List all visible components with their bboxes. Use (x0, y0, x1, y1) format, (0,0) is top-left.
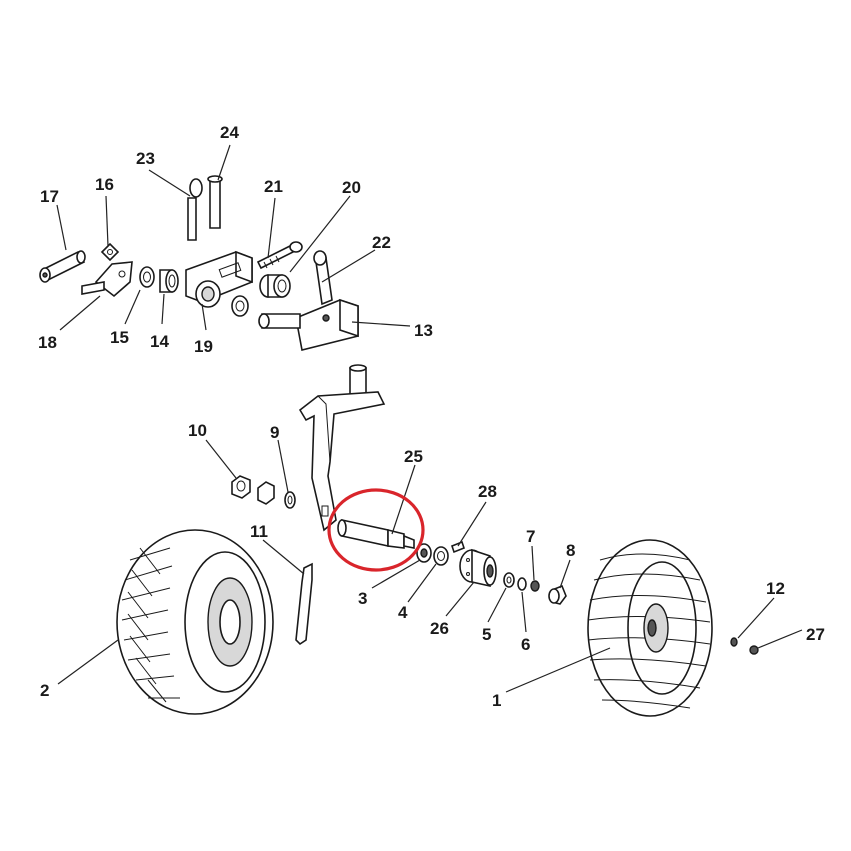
part-10-nut (231, 475, 251, 499)
part-27-grease-fitting (749, 645, 759, 655)
callout-23: 23 (136, 149, 155, 168)
callout-12: 12 (766, 579, 785, 598)
callout-27: 27 (806, 625, 825, 644)
part-18-bracket-plate (81, 261, 133, 298)
part-3-bearing (416, 543, 432, 563)
part-1-ribbed-tire (587, 539, 713, 717)
part-nut-second (257, 481, 275, 505)
part-28-bolt (451, 540, 465, 554)
part-24-clevis-pin (207, 175, 223, 229)
part-4-seal (433, 546, 449, 566)
part-2-lug-tire (116, 529, 274, 715)
part-7-cotter (530, 580, 540, 592)
callout-4: 4 (398, 603, 408, 622)
callout-28: 28 (478, 482, 497, 501)
part-9-washer (284, 491, 296, 509)
part-26-hub (459, 548, 497, 587)
part-25-axle-spindle (337, 519, 415, 549)
part-17-pivot-pin (39, 250, 86, 283)
callout-19: 19 (194, 337, 213, 356)
callout-1: 1 (492, 691, 501, 710)
callout-17: 17 (40, 187, 59, 206)
callout-3: 3 (358, 589, 367, 608)
part-15-washer (139, 266, 155, 288)
callout-9: 9 (270, 423, 279, 442)
callout-labels: 17 16 18 15 14 19 23 24 21 20 22 13 10 9… (38, 123, 825, 710)
part-6-nut (517, 577, 527, 591)
callout-10: 10 (188, 421, 207, 440)
callout-6: 6 (521, 635, 530, 654)
part-5-washer (503, 572, 515, 588)
callout-21: 21 (264, 177, 283, 196)
part-8-dust-cap (548, 584, 567, 605)
callout-2: 2 (40, 681, 49, 700)
callout-14: 14 (150, 332, 169, 351)
part-21-threaded-rod (256, 241, 303, 270)
callout-8: 8 (566, 541, 575, 560)
leader-lines (56, 144, 803, 693)
callout-5: 5 (482, 625, 491, 644)
part-caster-yoke (298, 364, 386, 532)
callout-25: 25 (404, 447, 423, 466)
part-20-roller (259, 274, 291, 298)
callout-22: 22 (372, 233, 391, 252)
part-bushing-small (231, 295, 249, 317)
callout-11: 11 (250, 522, 268, 541)
callout-24: 24 (220, 123, 239, 142)
part-16-clip (100, 242, 120, 262)
part-12-valve (730, 637, 738, 647)
callout-16: 16 (95, 175, 114, 194)
part-19-pivot-block (185, 250, 253, 308)
callout-26: 26 (430, 619, 449, 638)
callout-7: 7 (526, 527, 535, 546)
part-14-bushing (159, 269, 179, 293)
callout-20: 20 (342, 178, 361, 197)
part-11-plate (295, 562, 313, 646)
callout-18: 18 (38, 333, 57, 352)
callout-15: 15 (110, 328, 129, 347)
highlight-circle (327, 488, 425, 572)
part-13-bracket (258, 298, 359, 351)
callout-13: 13 (414, 321, 433, 340)
part-23-lynch-pin (187, 178, 203, 241)
